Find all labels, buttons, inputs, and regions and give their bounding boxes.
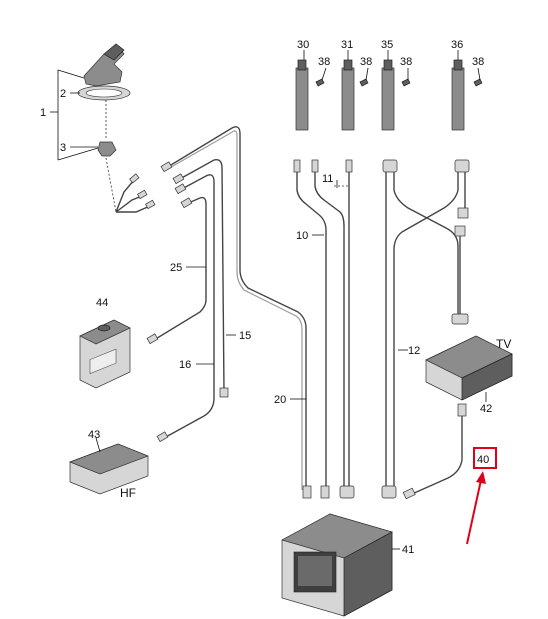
callout-38-d: 38: [472, 56, 484, 68]
amplifier-31: [341, 50, 355, 131]
callout-11: 11: [322, 173, 333, 185]
amplifier-36: [451, 50, 465, 131]
tag-tv: TV: [496, 337, 511, 351]
callout-10: 10: [296, 230, 308, 242]
left-cable-group: [146, 126, 307, 490]
callout-40: 40: [477, 454, 489, 466]
callout-42: 42: [480, 403, 492, 415]
callout-38-b: 38: [360, 56, 372, 68]
amplifier-35: [381, 50, 395, 131]
cable-40: [402, 403, 467, 500]
highlight-box-40: [473, 447, 497, 469]
callout-43: 43: [88, 429, 100, 441]
callout-16: 16: [179, 359, 191, 371]
callout-3: 3: [60, 142, 66, 154]
screws-38: [315, 67, 483, 87]
callout-41: 41: [402, 544, 414, 556]
callout-30: 30: [297, 39, 309, 51]
callout-31: 31: [341, 39, 353, 51]
tv-tuner-42: [425, 335, 513, 402]
callout-15: 15: [239, 330, 251, 342]
amplifier-30: [295, 50, 309, 131]
roof-antenna-assembly: [50, 43, 156, 213]
callout-38-a: 38: [318, 56, 330, 68]
callout-2: 2: [60, 88, 66, 100]
callout-1: 1: [40, 107, 46, 119]
callout-44: 44: [96, 297, 108, 309]
center-cable-group: [290, 159, 470, 499]
callout-35: 35: [381, 39, 393, 51]
callout-36: 36: [451, 39, 463, 51]
callout-12: 12: [408, 345, 420, 357]
highlight-arrow: [466, 471, 486, 545]
callout-38-c: 38: [400, 56, 412, 68]
tag-hf: HF: [120, 486, 136, 500]
callout-20: 20: [274, 394, 286, 406]
handsfree-module-43: [69, 437, 149, 495]
control-module-44: [79, 319, 131, 389]
callout-25: 25: [170, 262, 182, 274]
radio-nav-unit-41: [281, 513, 400, 617]
